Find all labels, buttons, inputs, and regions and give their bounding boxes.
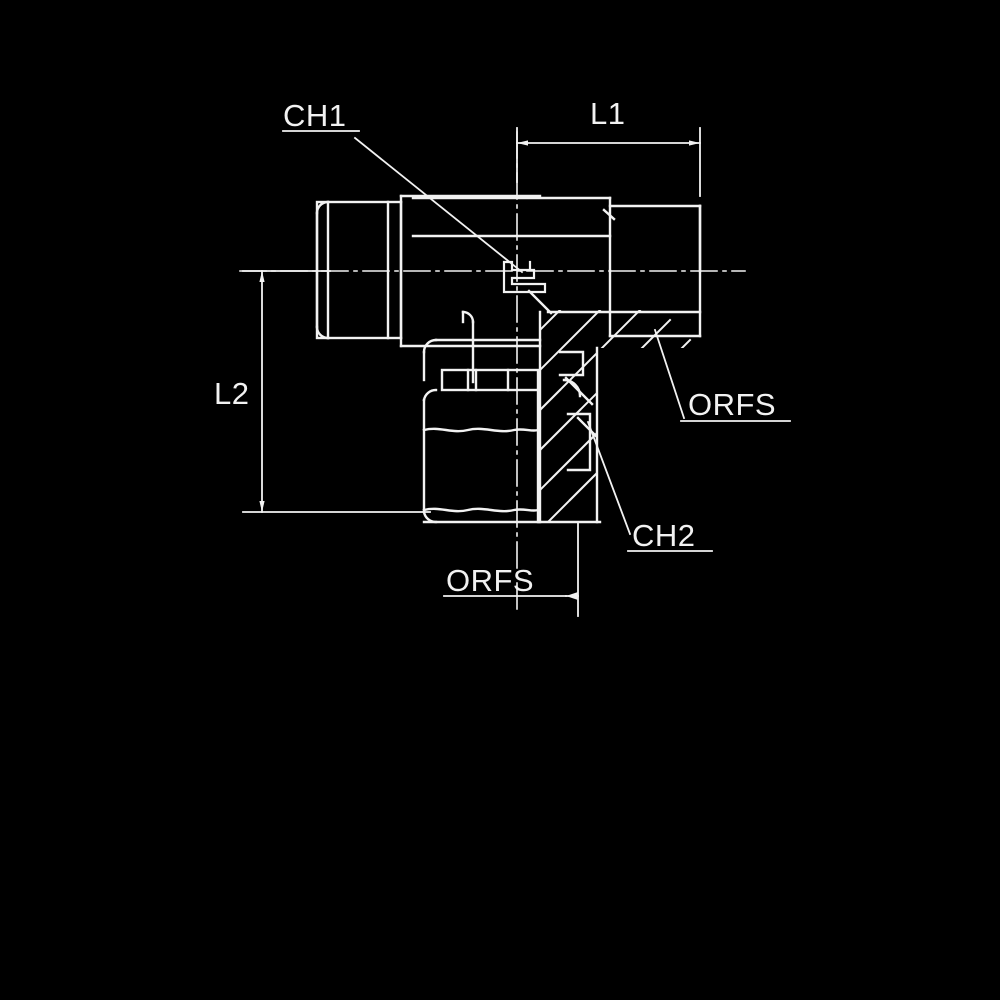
leader-ch1 bbox=[282, 130, 524, 274]
vertical-branch-tube bbox=[422, 310, 542, 384]
label-ch2: CH2 bbox=[632, 518, 696, 553]
right-orfs-male-end bbox=[602, 204, 702, 338]
elbow-section-boundary bbox=[527, 289, 702, 524]
label-l1: L1 bbox=[590, 96, 625, 131]
upper-body-outline bbox=[411, 196, 702, 273]
left-tube-shoulder bbox=[399, 194, 542, 348]
leader-orfs-bottom bbox=[443, 521, 579, 617]
label-orfs-right: ORFS bbox=[688, 387, 776, 422]
leader-ch2 bbox=[586, 420, 713, 552]
dimension-l1 bbox=[516, 127, 701, 197]
dimension-l2 bbox=[242, 270, 431, 513]
label-orfs-bottom: ORFS bbox=[446, 563, 534, 598]
lower-swivel-nut bbox=[422, 388, 540, 524]
branch-thread-band bbox=[440, 368, 540, 392]
leader-orfs-right bbox=[653, 328, 791, 422]
oring-seal-pocket-detail bbox=[558, 350, 598, 472]
label-l2: L2 bbox=[214, 376, 249, 411]
left-swivel-nut bbox=[315, 200, 403, 340]
centre-thread-detail-marker bbox=[502, 260, 547, 294]
label-ch1: CH1 bbox=[283, 98, 347, 133]
section-hatching bbox=[540, 310, 700, 522]
